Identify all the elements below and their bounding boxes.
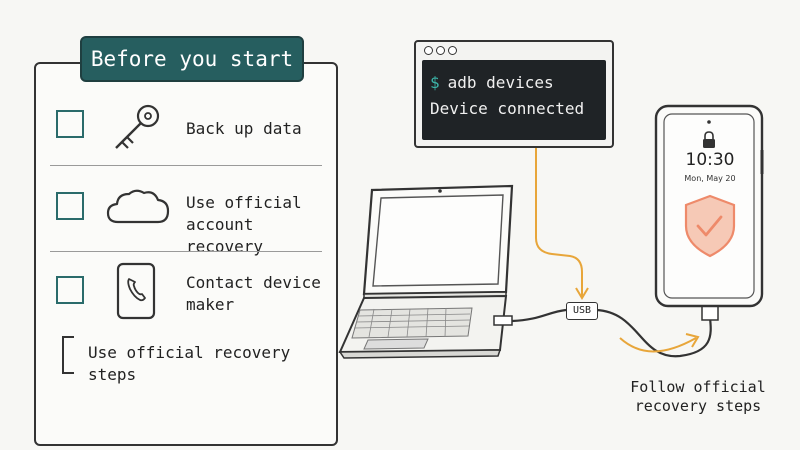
laptop xyxy=(338,184,514,359)
prompt-symbol: $ xyxy=(430,73,440,92)
terminal-titlebar xyxy=(416,42,612,58)
usb-cable-left xyxy=(511,308,567,323)
item-label: Contact device maker xyxy=(186,273,321,314)
checklist-title: Before you start xyxy=(80,36,304,82)
cloud-icon xyxy=(106,189,170,224)
checklist-card: Back up data Use official account recove… xyxy=(34,62,338,446)
item-label: Back up data xyxy=(186,119,302,138)
caption-follow-steps: Follow official recovery steps xyxy=(630,378,766,415)
window-dot xyxy=(448,46,457,55)
terminal-command-line: $ adb devices xyxy=(430,70,598,96)
lock-icon xyxy=(703,131,715,148)
key-icon xyxy=(115,104,160,149)
window-dot xyxy=(424,46,433,55)
checklist-item: Contact device maker xyxy=(36,260,336,340)
shield-check-icon xyxy=(684,194,736,258)
checkbox-contact-maker[interactable] xyxy=(56,276,84,304)
terminal-screen: $ adb devices Device connected xyxy=(422,60,606,140)
usb-label: USB xyxy=(566,302,598,320)
window-dot xyxy=(436,46,445,55)
divider xyxy=(50,251,322,252)
phone-time: 10:30 xyxy=(685,150,735,170)
terminal-to-usb-arrow xyxy=(535,144,583,296)
usb-plug-phone xyxy=(701,305,719,321)
cable-to-phone-arrow xyxy=(619,337,697,353)
bracket-mark xyxy=(62,336,74,374)
checklist-item: Use official account recovery xyxy=(36,166,336,256)
terminal-output: Device connected xyxy=(430,99,585,118)
phone-date: Mon, May 20 xyxy=(684,174,736,183)
usb-cable-right xyxy=(595,308,712,358)
footer-label: Use official recovery steps xyxy=(88,343,291,384)
phone-call-icon xyxy=(116,262,156,320)
terminal-command: adb devices xyxy=(447,73,554,92)
checkbox-backup[interactable] xyxy=(56,110,84,138)
item-label: Use official account recovery xyxy=(186,193,302,256)
checkbox-account-recovery[interactable] xyxy=(56,192,84,220)
checklist-item: Back up data xyxy=(36,64,336,166)
terminal-window: $ adb devices Device connected xyxy=(414,40,614,148)
usb-plug-laptop xyxy=(493,315,513,326)
divider xyxy=(50,165,322,166)
